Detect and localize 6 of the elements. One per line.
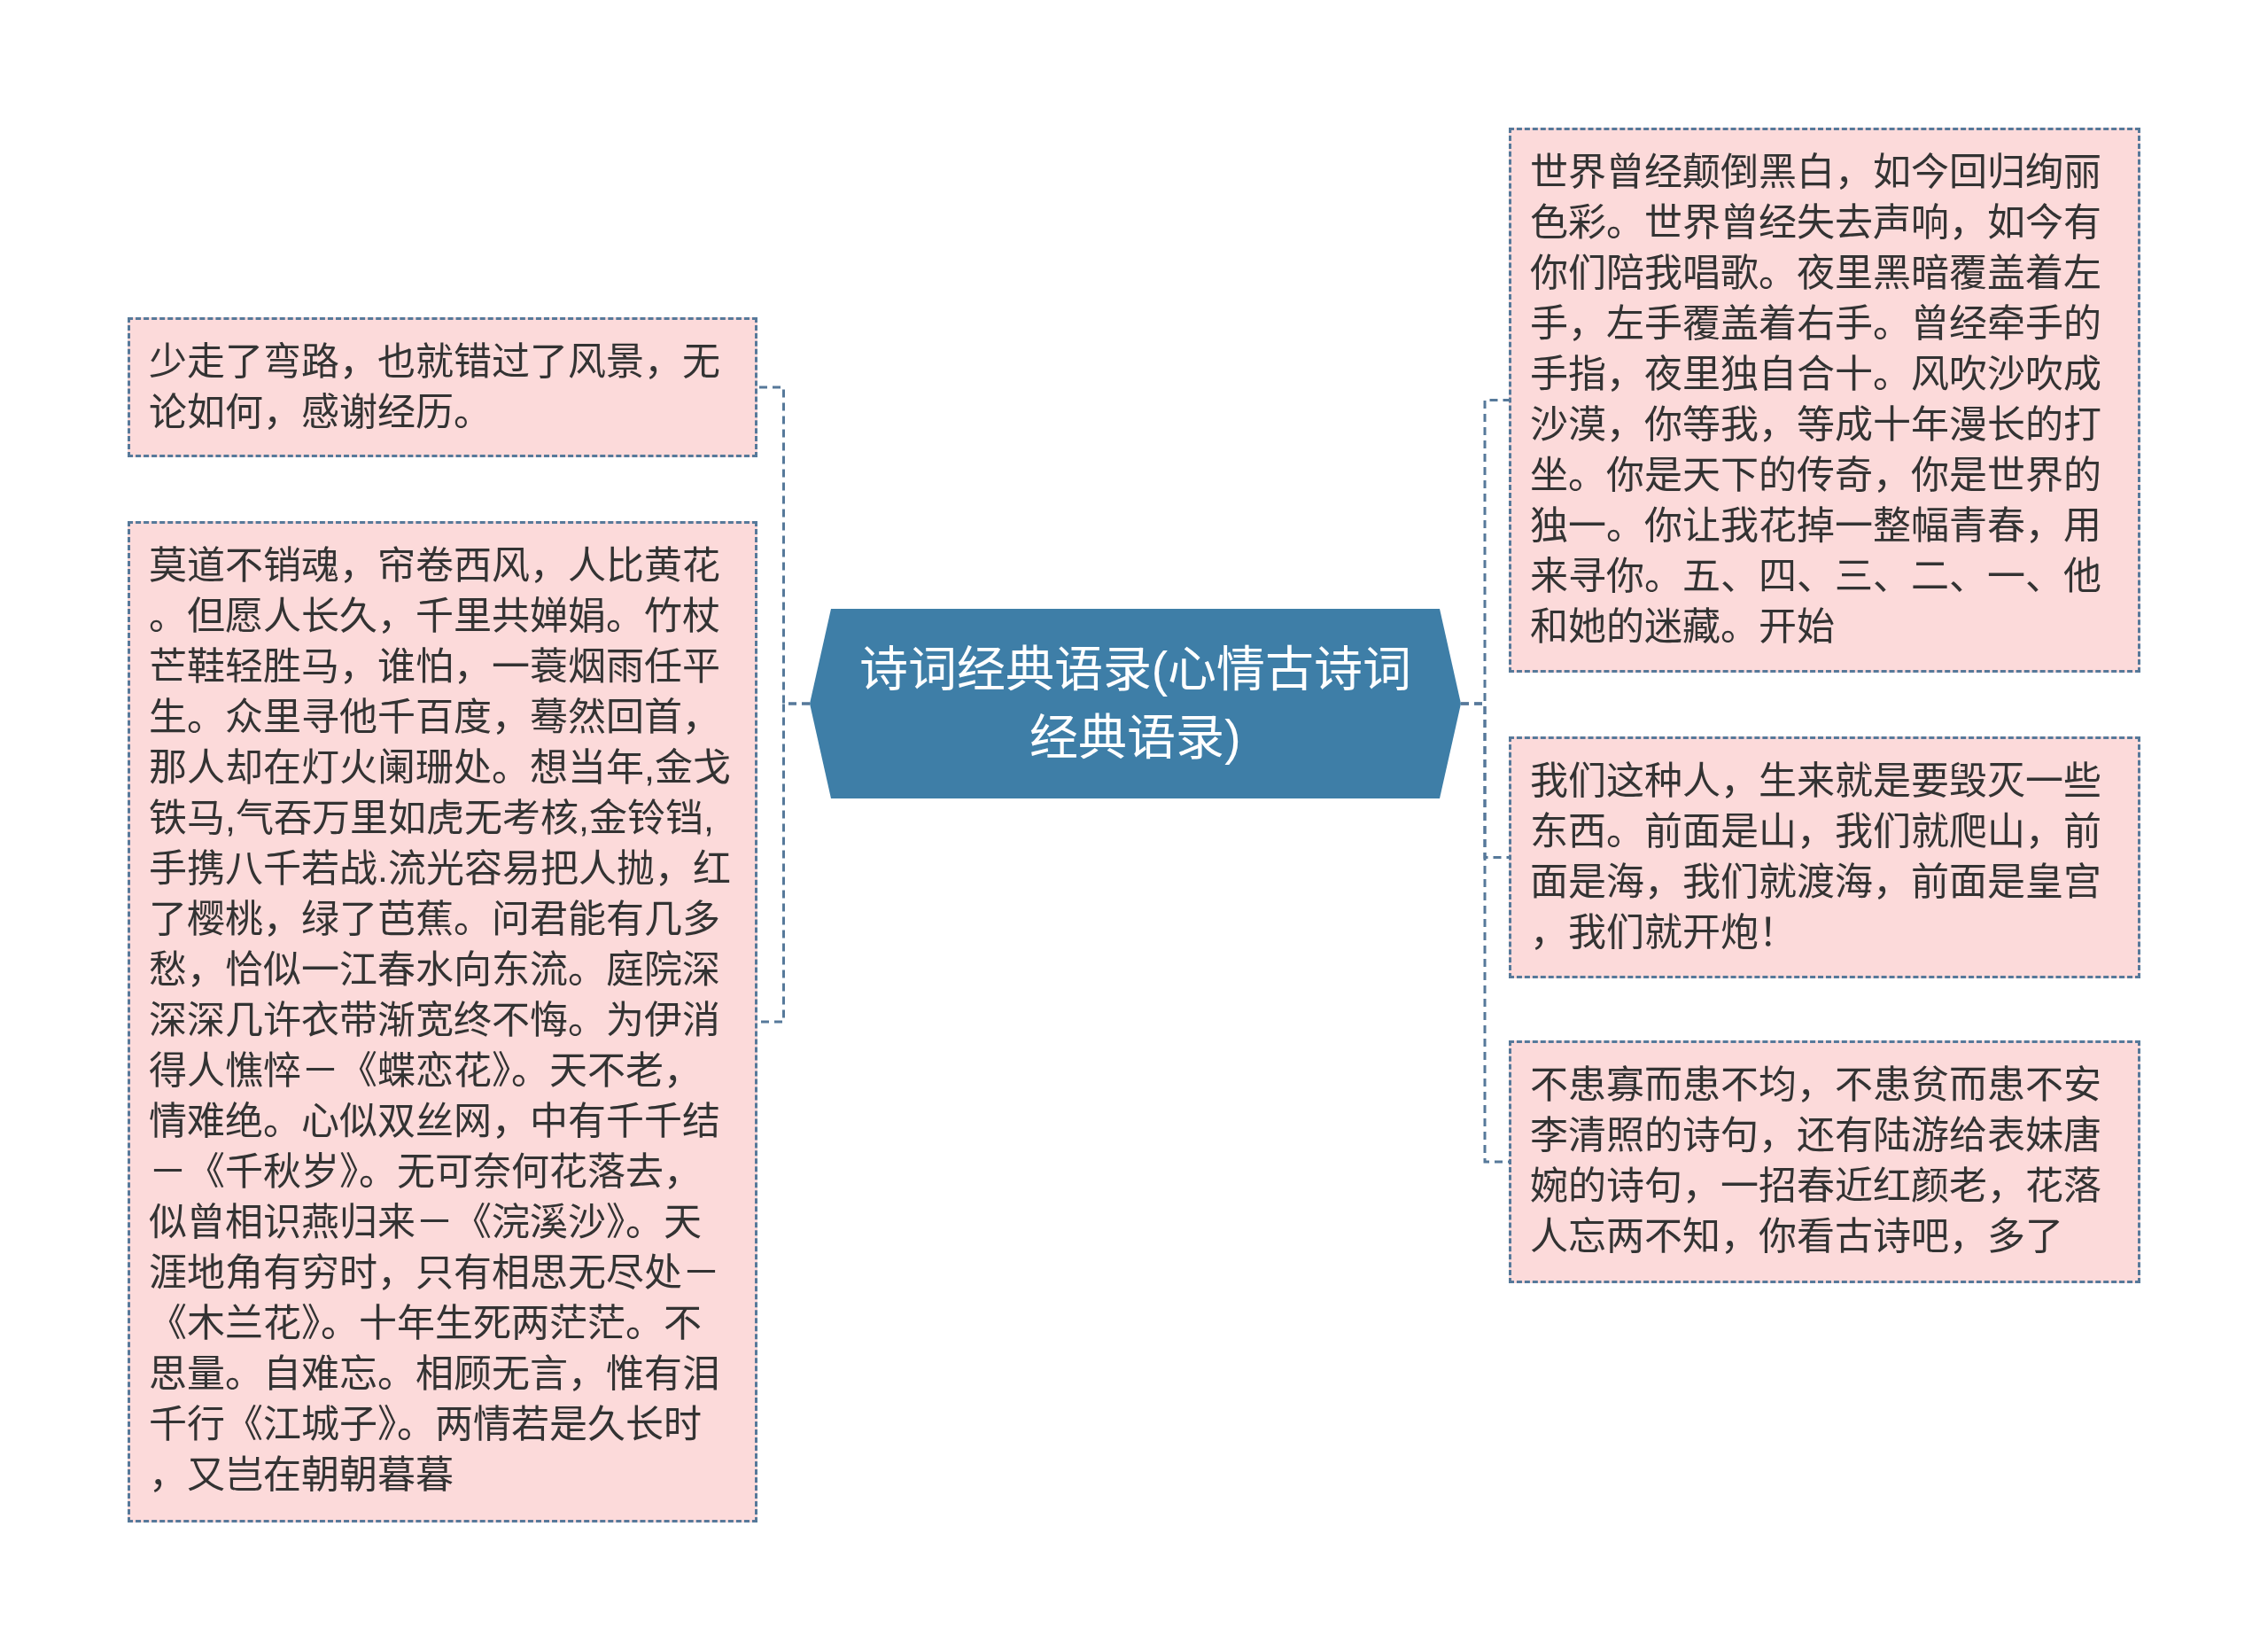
text-box: 少走了弯路，也就错过了风景，无论如何，感谢经历。 xyxy=(128,317,757,457)
text-box: 不患寡而患不均，不患贫而患不安李清照的诗句，还有陆游给表妹唐婉的诗句，一招春近红颜老，花落人忘两不知，你看古诗吧，多了 xyxy=(1509,1040,2140,1283)
text-box: 世界曾经颠倒黑白，如今回归绚丽色彩。世界曾经失去声响，如今有你们陪我唱歌。夜里黑暗覆盖着左手，左手覆盖着右手。曾经牵手的手指，夜里独自合十。风吹沙吹成沙漠，你等我，等成十年漫长的打坐。你是天下的传奇，你是世界的独一。你让我花掉一整幅青春，用来寻你。五、四、三、二、一、他和她的迷藏。开始 xyxy=(1509,128,2140,673)
topic-hexagon: 诗词经典语录(心情古诗词经典语录) xyxy=(810,609,1461,798)
text-box: 我们这种人，生来就是要毁灭一些东西。前面是山，我们就爬山，前面是海，我们就渡海，前面是皇宫，我们就开炮！ xyxy=(1509,736,2140,978)
text-box: 莫道不销魂，帘卷西风，人比黄花。但愿人长久，千里共婵娟。竹杖芒鞋轻胜马，谁怕，一蓑烟雨任平生。众里寻他千百度，蓦然回首，那人却在灯火阑珊处。想当年,金戈铁马,气吞万里如虎无考核,金铃铛,手携八千若战.流光容易把人抛，红了樱桃，绿了芭蕉。问君能有几多愁，恰似一江春水向东流。庭院深深深几许衣带渐宽终不悔。为伊消得人憔悴－《蝶恋花》。天不老，情难绝。心似双丝网，中有千千结－《千秋岁》。无可奈何花落去，似曾相识燕归来－《浣溪沙》。天涯地角有穷时，只有相思无尽处－《木兰花》。十年生死两茫茫。不思量。自难忘。相顾无言，惟有泪千行《江城子》。两情若是久长时，又岂在朝朝暮暮 xyxy=(128,521,757,1523)
